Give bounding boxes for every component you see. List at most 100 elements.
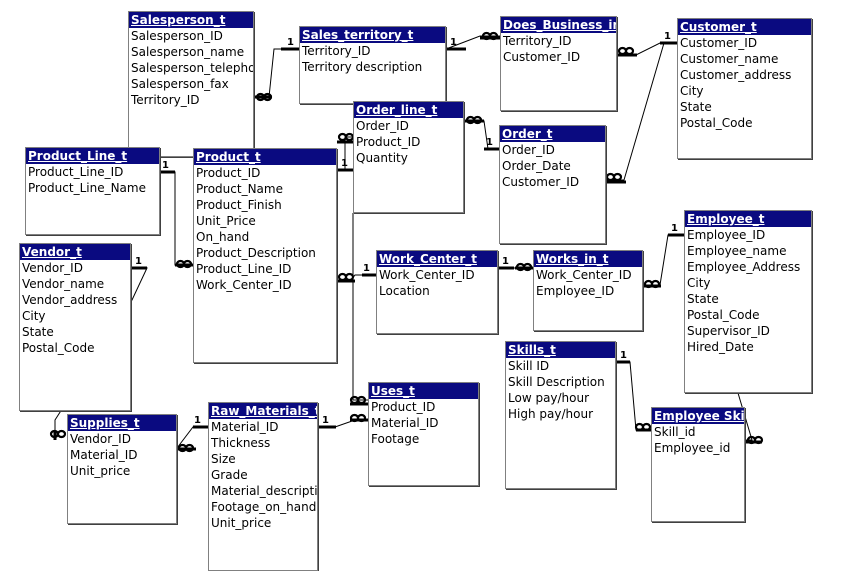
field[interactable]: Employee_ID [687, 228, 766, 242]
table-title[interactable]: Order_t [500, 126, 605, 142]
field[interactable]: Footage_on_hand [211, 500, 317, 514]
field[interactable]: Territory description [302, 60, 423, 74]
table-vendor[interactable]: Vendor_t Vendor_ID Vendor_name Vendor_ad… [19, 243, 131, 411]
field[interactable]: Hired_Date [687, 340, 754, 354]
table-title[interactable]: Order_line_t [354, 102, 463, 118]
field[interactable]: Salesperson_ID [131, 29, 223, 43]
field[interactable]: Product_ID [371, 400, 436, 414]
field[interactable]: Product_Finish [196, 198, 282, 212]
table-customer[interactable]: Customer_t Customer_ID Customer_name Cus… [677, 18, 812, 159]
table-works-in[interactable]: Works_in_t Work_Center_ID Employee_ID [533, 250, 643, 331]
field[interactable]: Employee_Address [687, 260, 801, 274]
table-title[interactable]: Product_t [194, 149, 336, 165]
table-title[interactable]: Vendor_t [20, 244, 130, 260]
field[interactable]: State [680, 100, 712, 114]
field[interactable]: Product_ID [356, 135, 421, 149]
field[interactable]: High pay/hour [508, 407, 593, 421]
field[interactable]: Salesperson_telephon [131, 61, 253, 75]
field[interactable]: Customer_name [680, 52, 779, 66]
field[interactable]: Product_Line_Name [28, 181, 146, 195]
field[interactable]: Customer_address [680, 68, 792, 82]
table-product[interactable]: Product_t Product_ID Product_Name Produc… [193, 148, 337, 363]
field[interactable]: Vendor_ID [22, 261, 83, 275]
table-salesperson[interactable]: Salesperson_t Salesperson_ID Salesperson… [128, 11, 254, 157]
table-uses[interactable]: Uses_t Product_ID Material_ID Footage [368, 382, 479, 486]
table-title[interactable]: Work_Center_t [377, 251, 497, 267]
field[interactable]: Size [211, 452, 236, 466]
table-skills[interactable]: Skills_t Skill ID Skill Description Low … [505, 341, 616, 489]
field[interactable]: Vendor_ID [70, 432, 131, 446]
field[interactable]: Postal_Code [687, 308, 760, 322]
field[interactable]: Salesperson_fax [131, 77, 229, 91]
field[interactable]: Work_Center_ID [379, 268, 475, 282]
field[interactable]: Quantity [356, 151, 408, 165]
table-title[interactable]: Salesperson_t [129, 12, 253, 28]
table-title[interactable]: Employee Skills_ [652, 408, 744, 424]
table-title[interactable]: Product_Line_t [26, 148, 159, 164]
field[interactable]: Order_ID [356, 119, 409, 133]
field[interactable]: Footage [371, 432, 420, 446]
field[interactable]: Order_Date [502, 159, 571, 173]
table-employee-skills[interactable]: Employee Skills_ Skill_id Employee_id [651, 407, 745, 522]
field[interactable]: City [22, 309, 46, 323]
table-work-center[interactable]: Work_Center_t Work_Center_ID Location [376, 250, 498, 334]
table-title[interactable]: Sales_territory_t [300, 27, 445, 43]
field[interactable]: Work_Center_ID [196, 278, 292, 292]
field[interactable]: Unit_Price [196, 214, 256, 228]
field[interactable]: Material_ID [70, 448, 138, 462]
field[interactable]: Vendor_address [22, 293, 118, 307]
field[interactable]: Salesperson_name [131, 45, 245, 59]
table-title[interactable]: Supplies_t [68, 415, 176, 431]
field[interactable]: Employee_id [654, 441, 731, 455]
field[interactable]: Territory_ID [302, 44, 371, 58]
table-title[interactable]: Raw_Materials_t [209, 403, 317, 419]
field[interactable]: Employee_ID [536, 284, 615, 298]
field[interactable]: On_hand [196, 230, 250, 244]
field[interactable]: Customer_ID [503, 50, 581, 64]
field[interactable]: City [687, 276, 711, 290]
field[interactable]: Product_Line_ID [28, 165, 124, 179]
field[interactable]: Supervisor_ID [687, 324, 770, 338]
field[interactable]: Postal_Code [22, 341, 95, 355]
field[interactable]: Unit_price [70, 464, 131, 478]
field[interactable]: Material_ID [211, 420, 279, 434]
field[interactable]: Grade [211, 468, 248, 482]
field[interactable]: Product_ID [196, 166, 261, 180]
table-product-line[interactable]: Product_Line_t Product_Line_ID Product_L… [25, 147, 160, 235]
field[interactable]: Material_descriptio [211, 484, 317, 498]
field[interactable]: Product_Line_ID [196, 262, 292, 276]
field[interactable]: Territory_ID [131, 93, 200, 107]
field[interactable]: State [687, 292, 719, 306]
field[interactable]: Skill_id [654, 425, 696, 439]
field[interactable]: Unit_price [211, 516, 272, 530]
table-order[interactable]: Order_t Order_ID Order_Date Customer_ID [499, 125, 606, 244]
table-title[interactable]: Employee_t [685, 211, 811, 227]
field[interactable]: Skill ID [508, 359, 550, 373]
table-title[interactable]: Does_Business_in_t [501, 17, 616, 33]
field[interactable]: City [680, 84, 704, 98]
table-title[interactable]: Works_in_t [534, 251, 642, 267]
table-sales-territory[interactable]: Sales_territory_t Territory_ID Territory… [299, 26, 446, 104]
field[interactable]: Low pay/hour [508, 391, 590, 405]
table-employee[interactable]: Employee_t Employee_ID Employee_name Emp… [684, 210, 812, 393]
field[interactable]: Thickness [211, 436, 271, 450]
field[interactable]: Skill Description [508, 375, 605, 389]
field[interactable]: Work_Center_ID [536, 268, 632, 282]
table-title[interactable]: Skills_t [506, 342, 615, 358]
table-supplies[interactable]: Supplies_t Vendor_ID Material_ID Unit_pr… [67, 414, 177, 524]
table-title[interactable]: Uses_t [369, 383, 478, 399]
table-title[interactable]: Customer_t [678, 19, 811, 35]
field[interactable]: Product_Description [196, 246, 316, 260]
field[interactable]: Product_Name [196, 182, 283, 196]
table-raw-materials[interactable]: Raw_Materials_t Material_ID Thickness Si… [208, 402, 318, 571]
table-does-business-in[interactable]: Does_Business_in_t Territory_ID Customer… [500, 16, 617, 111]
field[interactable]: Postal_Code [680, 116, 753, 130]
field[interactable]: Customer_ID [680, 36, 758, 50]
field[interactable]: Territory_ID [503, 34, 572, 48]
field[interactable]: Material_ID [371, 416, 439, 430]
table-order-line[interactable]: Order_line_t Order_ID Product_ID Quantit… [353, 101, 464, 213]
field[interactable]: Order_ID [502, 143, 555, 157]
field[interactable]: Employee_name [687, 244, 787, 258]
field[interactable]: Location [379, 284, 430, 298]
field[interactable]: State [22, 325, 54, 339]
